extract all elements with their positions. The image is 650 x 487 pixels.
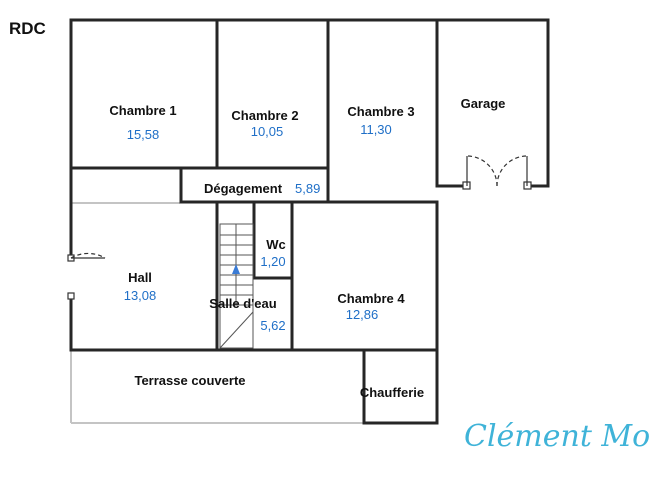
- staircase: [219, 223, 254, 349]
- room-area-chambre3: 11,30: [360, 122, 392, 137]
- stair-arrow-icon: [232, 264, 240, 274]
- room-area-chambre1: 15,58: [127, 127, 160, 142]
- room-name-terrasse: Terrasse couverte: [134, 373, 245, 388]
- room-name-degagement: Dégagement: [204, 181, 283, 196]
- room-name-chambre3: Chambre 3: [347, 104, 414, 119]
- room-name-chambre1: Chambre 1: [109, 103, 176, 118]
- walls: [69, 18, 550, 425]
- garage-door: [462, 155, 532, 190]
- room-name-salle-deau: Salle d'eau: [209, 296, 276, 311]
- level-title: RDC: [9, 19, 46, 38]
- author-signature: Clément Mouni: [464, 419, 650, 454]
- room-area-wc: 1,20: [260, 254, 285, 269]
- terrace-outline: [70, 202, 364, 424]
- entrance-door: [67, 252, 106, 300]
- room-name-garage: Garage: [461, 96, 506, 111]
- room-name-hall: Hall: [128, 270, 152, 285]
- room-name-chambre2: Chambre 2: [231, 108, 298, 123]
- room-name-chambre4: Chambre 4: [337, 291, 405, 306]
- room-area-chambre2: 10,05: [251, 124, 284, 139]
- room-name-wc: Wc: [266, 237, 286, 252]
- room-area-degagement: 5,89: [295, 181, 320, 196]
- room-area-hall: 13,08: [124, 288, 157, 303]
- room-area-chambre4: 12,86: [346, 307, 379, 322]
- room-area-salle-deau: 5,62: [260, 318, 285, 333]
- room-name-chaufferie: Chaufferie: [360, 385, 424, 400]
